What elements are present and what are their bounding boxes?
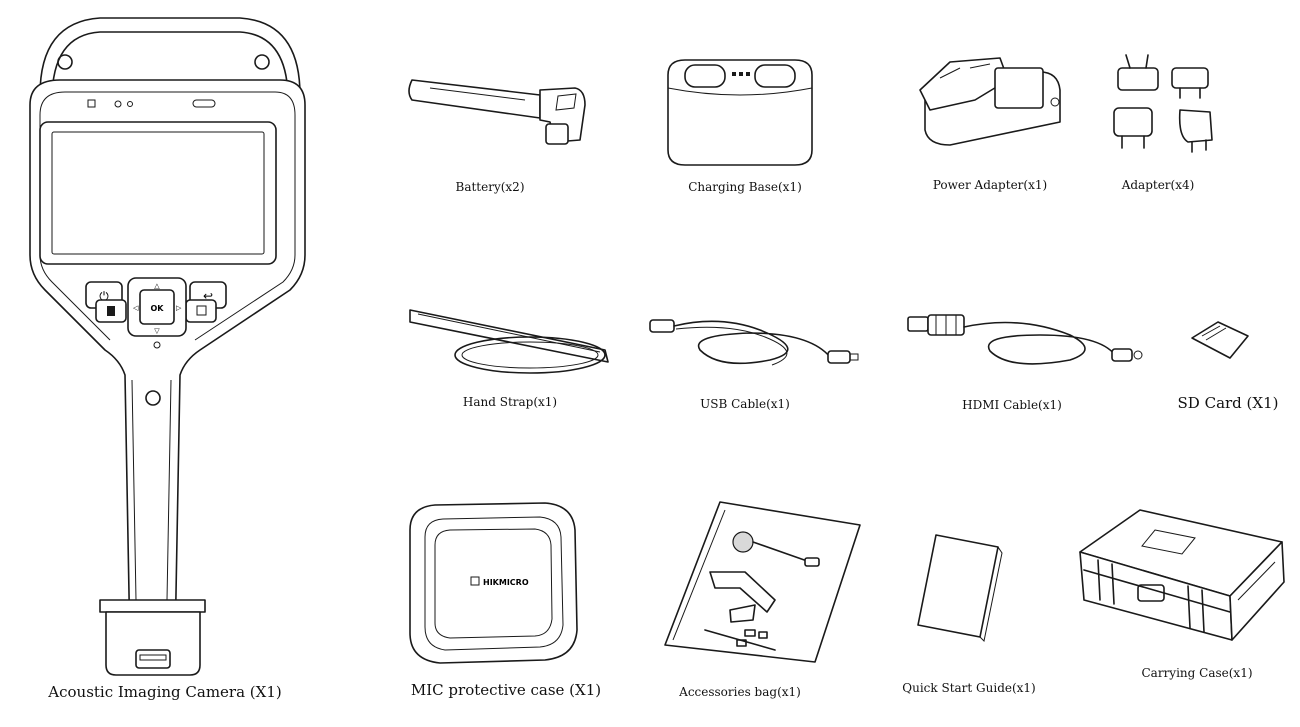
charging-base-drawing <box>667 59 813 166</box>
quick-start-guide-drawing <box>917 534 1003 643</box>
battery-drawing <box>408 79 586 145</box>
svg-text:▷: ▷ <box>176 304 182 312</box>
hand-strap-drawing <box>409 309 609 374</box>
adapter-item: Adapter(x4) <box>1100 50 1230 192</box>
svg-text:▽: ▽ <box>154 327 160 335</box>
charging-base-item: Charging Base(x1) <box>650 50 830 200</box>
caption-power-adapter: Power Adapter(x1) <box>932 178 1048 192</box>
plug-adapters-drawing <box>1113 54 1213 153</box>
sd-card-item: SD Card (X1) <box>1170 310 1300 420</box>
caption-camera: Acoustic Imaging Camera (X1) <box>48 683 282 701</box>
caption-hand-strap: Hand Strap(x1) <box>462 395 558 409</box>
svg-text:△: △ <box>154 282 160 290</box>
carrying-case-drawing <box>1079 509 1285 641</box>
caption-carrying-case: Carrying Case(x1) <box>1141 666 1253 680</box>
usb-cable-drawing <box>649 319 859 366</box>
power-adapter-item: Power Adapter(x1) <box>900 50 1080 192</box>
camera-item: ⏻ ↩ OK △ ▽ ◁ ▷ Acoustic Imaging Camera (… <box>0 0 330 727</box>
sd-card-drawing <box>1191 321 1249 359</box>
caption-charging-base: Charging Base(x1) <box>688 180 802 194</box>
accessories-bag-drawing <box>664 501 861 663</box>
caption-adapter: Adapter(x4) <box>1121 178 1195 192</box>
usb-cable-item: USB Cable(x1) <box>640 305 870 415</box>
caption-usb-cable: USB Cable(x1) <box>700 397 790 411</box>
mic-case-logo: HIKMICRO <box>483 578 529 587</box>
svg-text:◁: ◁ <box>133 304 139 312</box>
power-adapter-drawing <box>919 57 1061 146</box>
caption-battery: Battery(x2) <box>455 180 525 194</box>
ok-button-label: OK <box>151 304 165 313</box>
accessories-bag-item: Accessories bag(x1) <box>645 480 875 710</box>
quick-start-guide-item: Quick Start Guide(x1) <box>890 525 1055 705</box>
caption-sd-card: SD Card (X1) <box>1177 394 1279 412</box>
hdmi-cable-item: HDMI Cable(x1) <box>900 305 1160 420</box>
hdmi-cable-drawing <box>907 314 1143 365</box>
carrying-case-item: Carrying Case(x1) <box>1070 490 1300 700</box>
mic-case-drawing: HIKMICRO <box>409 502 578 664</box>
caption-quick-start-guide: Quick Start Guide(x1) <box>902 681 1036 695</box>
mic-case-item: HIKMICRO MIC protective case (X1) <box>395 495 605 705</box>
caption-hdmi-cable: HDMI Cable(x1) <box>962 398 1062 412</box>
caption-accessories-bag: Accessories bag(x1) <box>679 685 801 699</box>
svg-text:↩: ↩ <box>203 289 213 303</box>
caption-mic-case: MIC protective case (X1) <box>410 681 602 699</box>
acoustic-camera-drawing: ⏻ ↩ OK △ ▽ ◁ ▷ <box>29 17 306 676</box>
hand-strap-item: Hand Strap(x1) <box>400 300 620 420</box>
battery-item: Battery(x2) <box>400 60 600 200</box>
svg-text:⏻: ⏻ <box>99 289 109 303</box>
